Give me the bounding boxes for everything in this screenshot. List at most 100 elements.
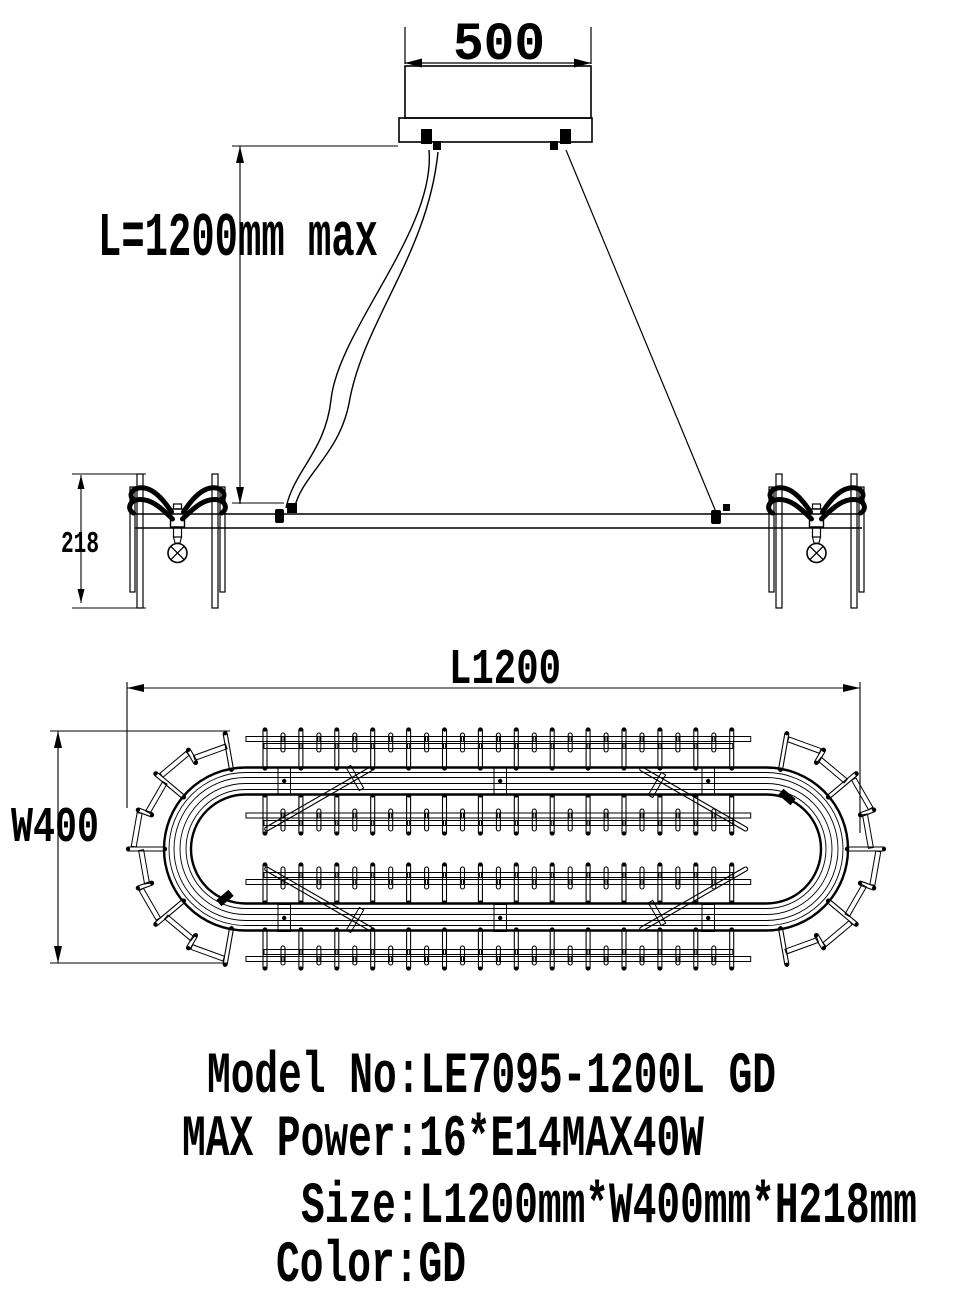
crystal-bar xyxy=(640,812,680,819)
crystal-rod xyxy=(639,945,645,966)
crystal-bar xyxy=(712,956,752,962)
crystal-bar xyxy=(676,956,716,962)
crystal-bar xyxy=(353,879,393,885)
crystal-bar xyxy=(496,879,536,885)
crystal-bar xyxy=(647,899,667,927)
crystal-rod xyxy=(513,793,519,836)
crystal-plate xyxy=(775,473,783,609)
crystal-rod xyxy=(370,862,376,905)
dimension-plan-width-label: W400 xyxy=(11,800,99,857)
dimension-hanging-length: L=1200mm max xyxy=(98,145,398,504)
crystal-bar xyxy=(784,936,820,955)
crystal-rod xyxy=(316,866,322,890)
bulb-icon xyxy=(167,542,188,564)
crystal-plate xyxy=(850,473,858,609)
crystal-rod xyxy=(711,866,717,890)
crystal-bar xyxy=(604,736,644,742)
decorative-arm xyxy=(181,485,227,515)
crystal-bar xyxy=(568,736,608,742)
crystal-bar xyxy=(514,820,554,826)
crystal-bar xyxy=(371,743,411,749)
crystal-bar xyxy=(550,949,590,955)
crystal-bar xyxy=(263,743,303,749)
dimension-hanging-length-label: L=1200mm max xyxy=(98,203,378,274)
crystal-bar xyxy=(694,949,734,955)
crystal-rod xyxy=(825,898,859,927)
crystal-bar xyxy=(425,956,464,962)
crystal-bar xyxy=(443,743,482,749)
decorative-arm xyxy=(820,485,866,515)
crystal-bar xyxy=(263,820,303,826)
crystal-bar xyxy=(144,780,168,815)
crystal-rod xyxy=(693,862,699,905)
crystal-bar xyxy=(263,949,303,955)
crystal-rod xyxy=(153,771,187,800)
crystal-bar xyxy=(335,949,375,955)
ring-joint xyxy=(701,904,715,932)
crystal-rod xyxy=(675,808,681,832)
spec-power: MAX Power:16*E14MAX40W xyxy=(182,1108,704,1173)
crystal-bar xyxy=(371,820,411,826)
crystal-bar xyxy=(163,914,195,942)
ring-joint xyxy=(493,767,507,795)
crystal-rod xyxy=(424,866,430,890)
crystal-bar xyxy=(407,743,447,749)
crystal-pattern xyxy=(125,727,887,971)
arrow-up-icon xyxy=(54,731,62,748)
wire-connector xyxy=(287,503,297,513)
crystal-rod xyxy=(585,793,591,836)
crystal-bar xyxy=(869,850,882,886)
arrow-down-icon xyxy=(236,487,244,504)
dimension-canopy-width-label: 500 xyxy=(453,15,545,76)
crystal-rod xyxy=(406,862,412,905)
crystal-bar xyxy=(676,736,716,742)
crystal-rod xyxy=(621,793,627,836)
crystal-bar xyxy=(640,879,680,885)
crystal-rod xyxy=(675,945,681,966)
crystal-bar xyxy=(658,949,698,955)
crystal-bar xyxy=(389,879,429,885)
crystal-rod xyxy=(388,732,394,753)
crystal-bar xyxy=(586,820,626,826)
crystal-rod xyxy=(729,862,735,905)
crystal-rod xyxy=(531,732,537,753)
crystal-bar xyxy=(299,949,339,955)
crystal-rod xyxy=(298,862,304,905)
crystal-bar xyxy=(353,812,393,819)
crystal-bar xyxy=(389,736,429,742)
crystal-bar xyxy=(822,920,853,948)
crystal-bar xyxy=(317,956,357,962)
crystal-bar xyxy=(138,849,151,885)
crystal-rod xyxy=(280,866,286,890)
crystal-bar xyxy=(299,743,339,749)
canopy-anchor xyxy=(421,129,432,144)
crystal-bar xyxy=(245,812,285,819)
specs-block: Model No:LE7095-1200L GD MAX Power:16*E1… xyxy=(182,1045,917,1299)
crystal-bar xyxy=(317,736,357,742)
crystal-rod xyxy=(711,732,717,753)
steel-wire xyxy=(565,149,717,513)
crystal-bar xyxy=(317,879,357,885)
crystal-rod xyxy=(388,945,394,966)
crystal-rod xyxy=(388,866,394,890)
crystal-bar xyxy=(514,872,554,878)
crystal-bar xyxy=(353,956,393,962)
crystal-rod xyxy=(477,793,483,836)
crystal-rod xyxy=(657,862,663,905)
crystal-bar xyxy=(335,872,375,878)
crystal-rod xyxy=(424,732,430,753)
crystal-rod xyxy=(280,732,286,753)
ring-joint xyxy=(277,904,291,932)
crystal-rod xyxy=(406,793,412,836)
crystal-rod xyxy=(222,926,234,967)
ring-outline xyxy=(173,777,839,921)
crystal-rod xyxy=(603,945,609,966)
crystal-rod xyxy=(316,732,322,753)
crystal-rod xyxy=(334,862,340,905)
crystal-bar xyxy=(425,812,464,819)
crystal-bar xyxy=(245,736,285,742)
arrow-left-icon xyxy=(127,684,144,692)
decorative-arm xyxy=(127,497,175,522)
crystal-bar xyxy=(622,743,662,749)
crystal-rod xyxy=(370,793,376,836)
